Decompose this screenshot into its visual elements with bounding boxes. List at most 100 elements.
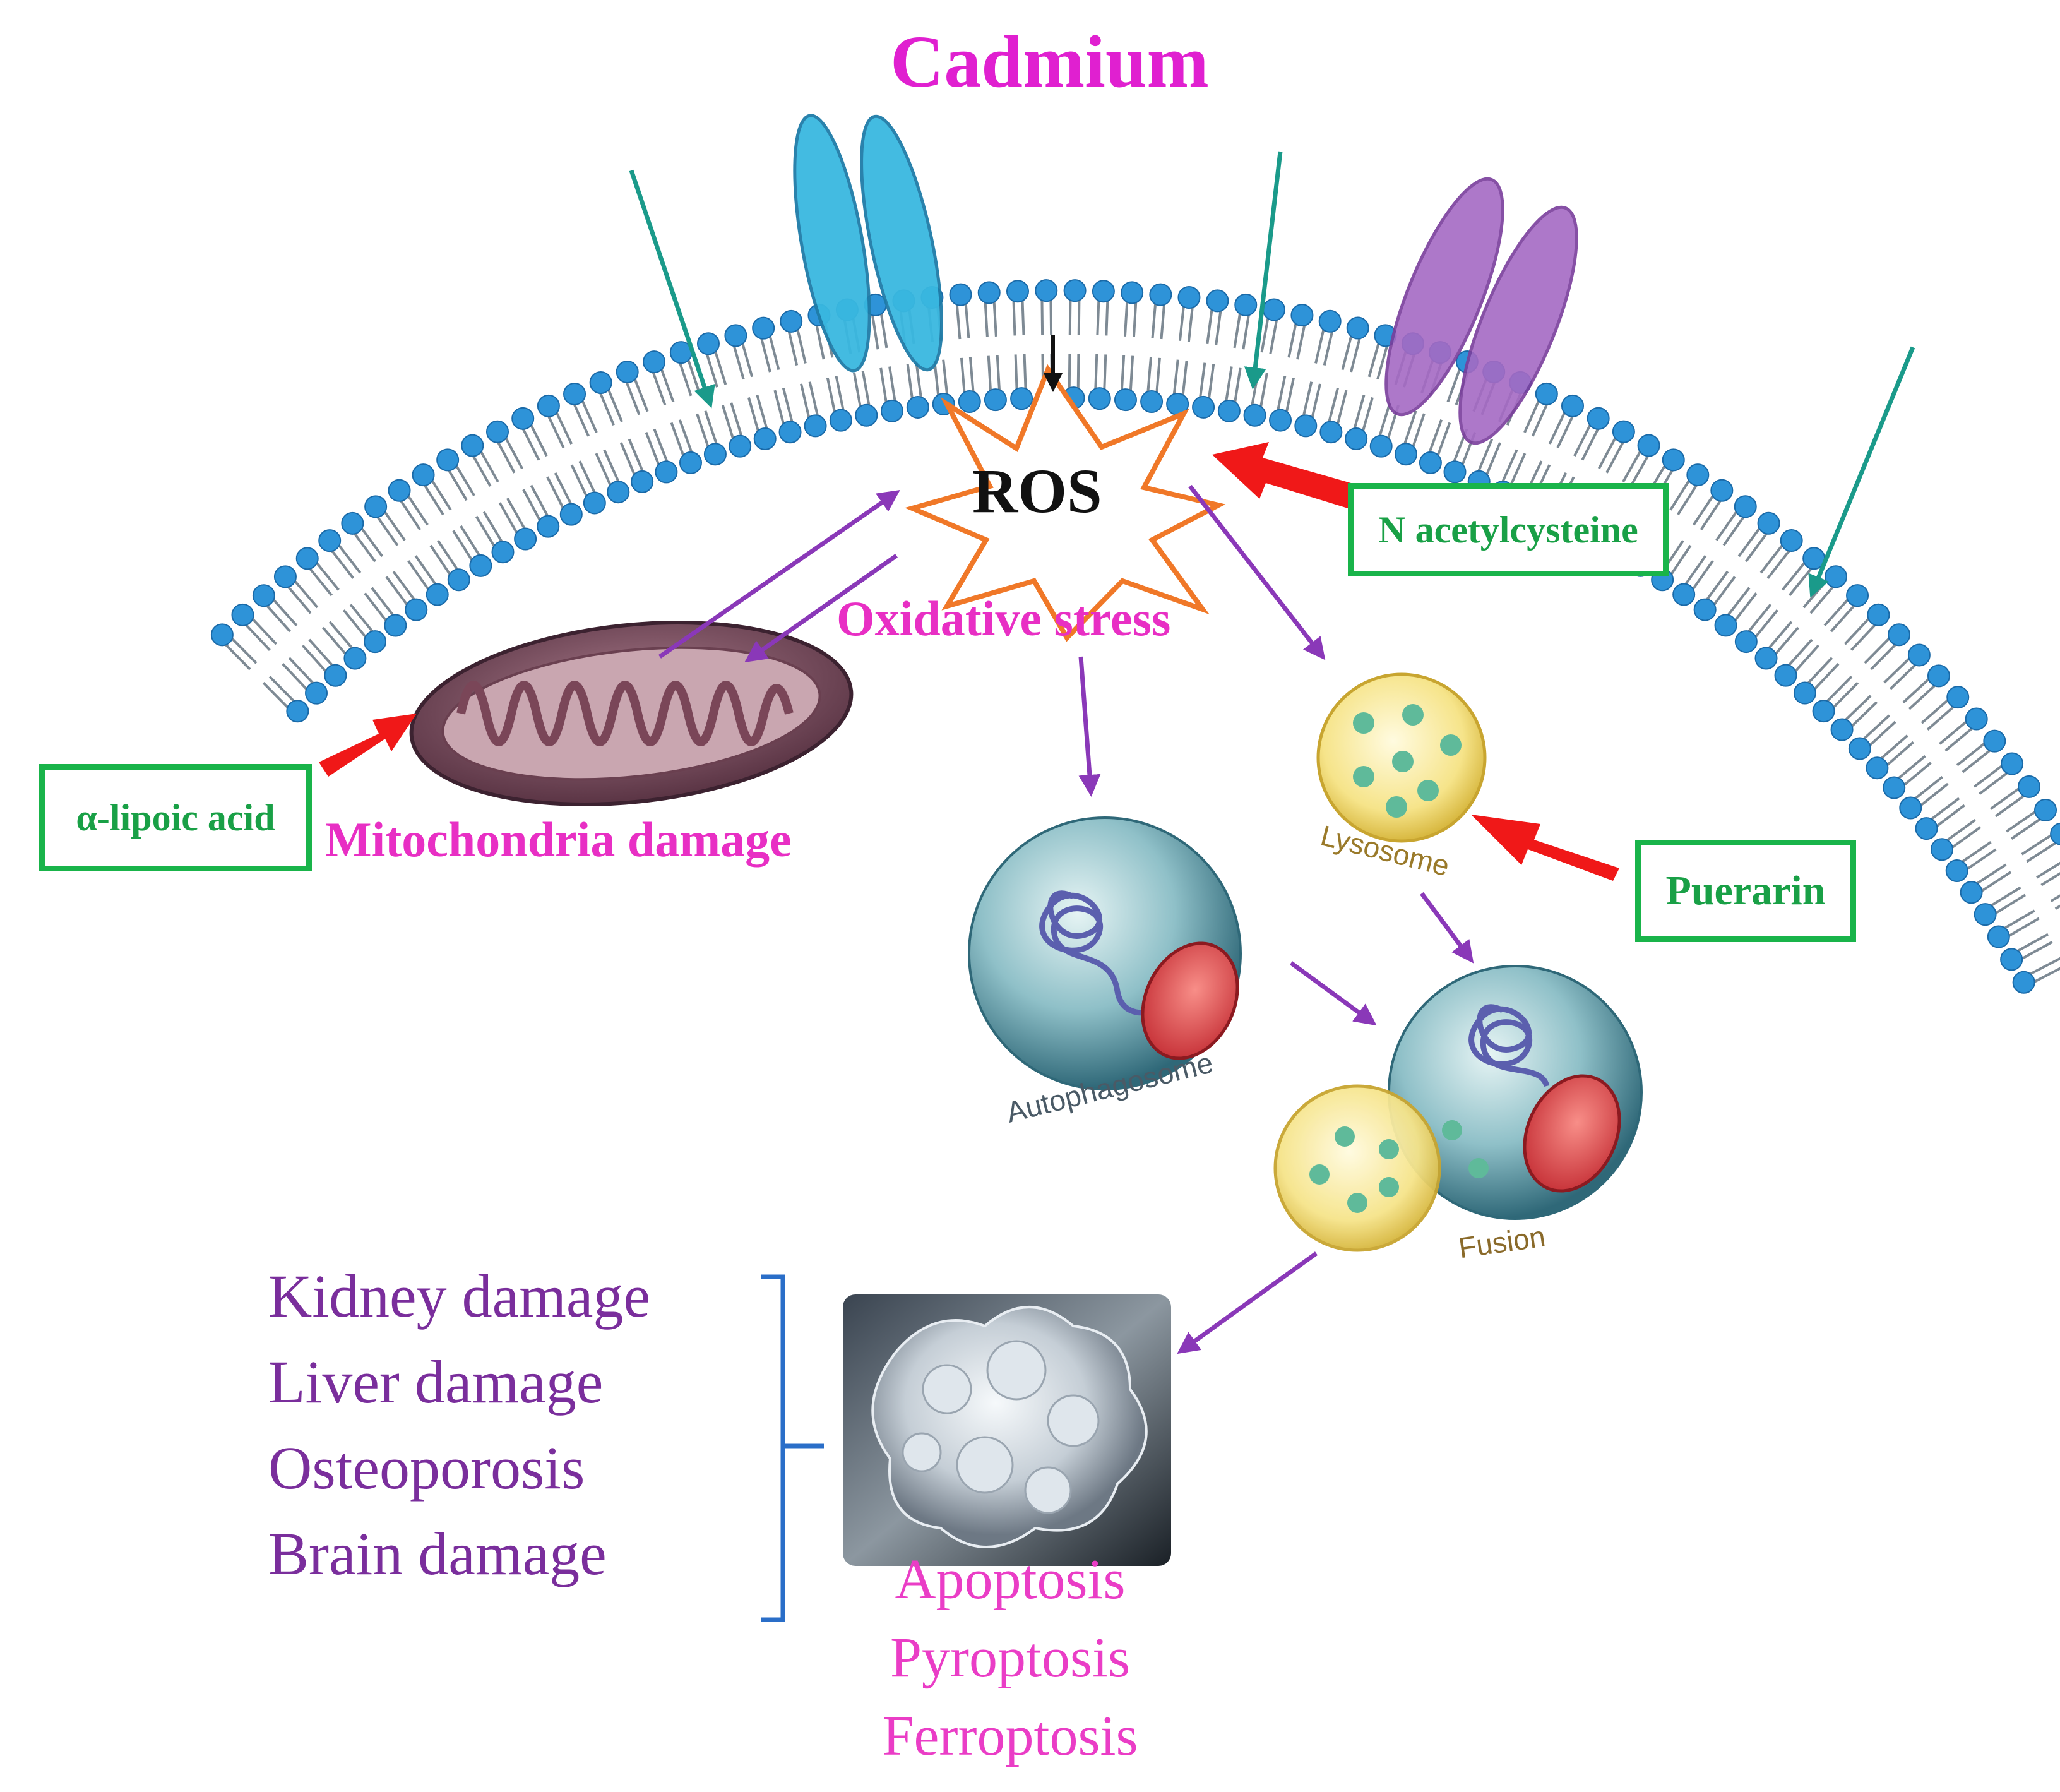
lipid-head [804, 414, 827, 438]
lipid-head [426, 583, 449, 606]
organ-damage-item: Brain damage [268, 1520, 607, 1587]
cell-membrane [210, 279, 2060, 994]
lipid-head [1960, 881, 1983, 904]
lipid-head [1561, 394, 1584, 417]
organ-damage-list: Kidney damage Liver damage Osteoporosis … [268, 1253, 650, 1597]
lipid-head [1848, 737, 1871, 760]
lipid-head [1290, 304, 1314, 327]
lipid-head [364, 630, 387, 654]
lipid-head [469, 554, 492, 577]
lipid-head [491, 541, 515, 564]
mito-to-ros-arrow [658, 490, 900, 659]
organ-damage-bracket [761, 1274, 824, 1622]
lipid-head [1088, 387, 1111, 410]
lipid-head [537, 515, 560, 538]
lipid-head [1206, 289, 1229, 313]
lipid-head [1846, 584, 1869, 607]
lipid-head [1345, 427, 1368, 450]
lipid-head [1946, 686, 1970, 709]
lipid-head [252, 584, 275, 607]
lipid-head [1443, 460, 1467, 484]
transmembrane-arrows [629, 151, 1915, 598]
lipid-head [1269, 409, 1292, 432]
lipid-head [295, 547, 319, 570]
lipid-head [607, 481, 630, 504]
lipid-head [616, 361, 639, 384]
lipid-head [563, 382, 586, 405]
lipid-tail [2040, 872, 2060, 887]
lipid-head [1346, 316, 1369, 340]
lipid-head [1754, 647, 1778, 670]
lipid-head [1662, 448, 1685, 472]
lipid-head [753, 427, 777, 450]
lipid-head [829, 409, 852, 432]
lipid-head [1915, 817, 1938, 840]
organ-damage-item: Osteoporosis [268, 1434, 585, 1502]
lipid-head [1931, 838, 1954, 861]
lipid-head [485, 420, 509, 443]
lipid-head [1672, 583, 1696, 606]
lipid-head [324, 664, 347, 687]
lipid-head [2034, 799, 2057, 822]
lipid-head [1830, 718, 1854, 741]
lipid-head [447, 568, 470, 592]
lipid-head [1192, 395, 1215, 419]
cell-death-list: Apoptosis Pyroptosis Ferroptosis [846, 1541, 1174, 1776]
lipid-head [514, 527, 537, 551]
lipid-head [1114, 388, 1137, 412]
pathway-arrows [658, 484, 1474, 1354]
lipid-head [364, 495, 388, 518]
lipid-head [341, 511, 364, 535]
lipid-head [1693, 598, 1717, 621]
lipid-head [1035, 279, 1058, 302]
oxidative-stress-label: Oxidative stress [837, 591, 1171, 646]
lipid-head [583, 491, 606, 515]
lipid-head [1419, 451, 1442, 474]
mitochondria-damage-label: Mitochondria damage [325, 812, 792, 867]
lipid-head [2000, 948, 2023, 971]
lipid-head [752, 316, 775, 340]
lipid-head [1927, 664, 1950, 688]
lipid-head [1149, 283, 1172, 306]
organ-damage-item: Kidney damage [268, 1262, 651, 1330]
inhibitor-arrows [319, 442, 1619, 881]
lipid-head [405, 598, 428, 621]
cell-death-item: Apoptosis [895, 1548, 1126, 1611]
lipid-head [384, 614, 407, 637]
puerarin-inhibit-arrow [1471, 815, 1619, 881]
lipid-head [2017, 775, 2040, 798]
ros-label: ROS [972, 456, 1102, 526]
lipid-head [1294, 414, 1318, 438]
autophagosome-to-fusion-arrow [1289, 961, 1377, 1026]
lipid-head [305, 681, 328, 705]
lipid-head [1866, 756, 1889, 780]
lipid-head [1757, 511, 1780, 535]
lipid-head [1177, 285, 1201, 309]
lysosome-illustration [1316, 672, 1487, 843]
lipid-tail [2050, 894, 2060, 902]
lipid-head [1612, 420, 1635, 443]
lipid-head [1793, 681, 1816, 705]
lipid-head [655, 460, 678, 484]
lipid-head [778, 421, 802, 444]
lipid-head [2012, 971, 2035, 994]
lipid-head [855, 403, 878, 427]
ros-to-autophagosome-arrow [1078, 656, 1101, 797]
lipid-head [1319, 421, 1343, 444]
puerarin-box: Puerarin [1635, 840, 1856, 942]
lipid-head [1637, 434, 1660, 457]
lipid-head [949, 283, 972, 306]
lipid-head [1063, 279, 1087, 302]
lipid-head [1824, 565, 1847, 588]
lipid-head [1140, 390, 1164, 414]
lipid-head [273, 565, 297, 588]
organ-damage-item: Liver damage [268, 1348, 604, 1416]
lipid-head [1812, 700, 1835, 723]
lipid-head [2050, 822, 2060, 845]
lipid-head [1394, 443, 1417, 466]
lipid-head [1234, 293, 1258, 316]
ros-burst [905, 364, 1226, 642]
lysosome-to-fusion-arrow [1420, 892, 1474, 964]
lipid-head [1092, 280, 1115, 303]
alpha-lipoic-acid-box: α-lipoic acid [39, 764, 312, 871]
